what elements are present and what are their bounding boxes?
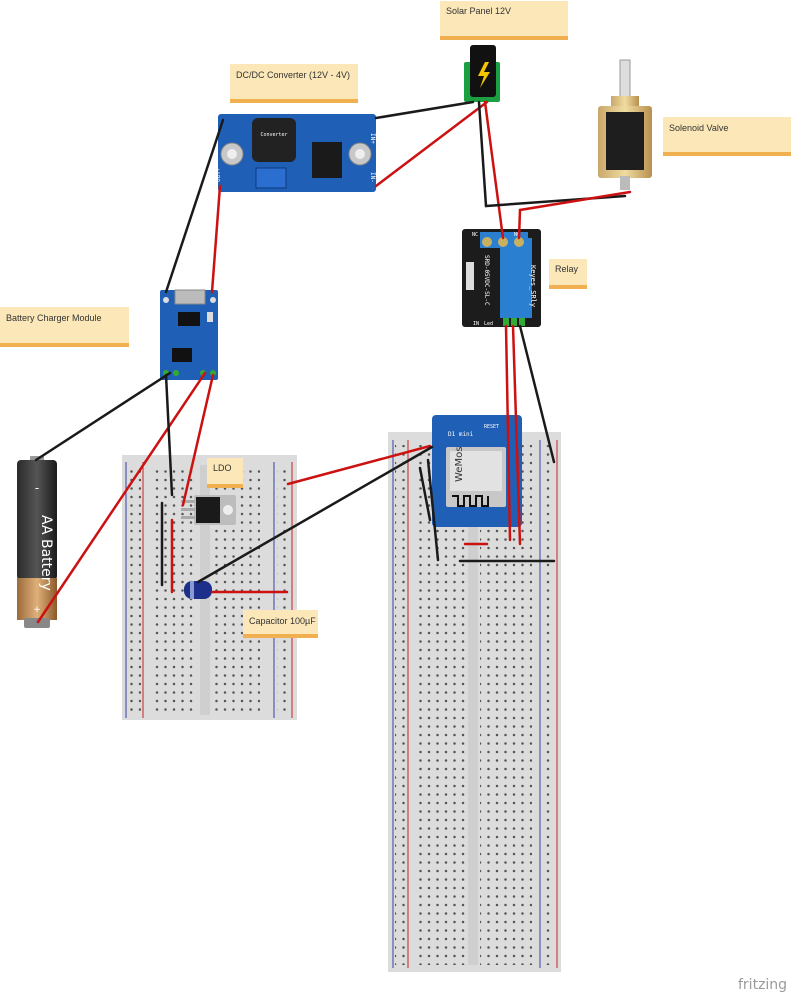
dcdc-in-plus: IN+ — [369, 133, 376, 144]
note-solenoid: Solenoid Valve — [663, 117, 791, 156]
dcdc-out-minus: OUT- — [209, 120, 216, 134]
note-dcdc: DC/DC Converter (12V - 4V) — [230, 64, 358, 103]
dcdc-chip-label: Converter — [260, 132, 287, 138]
lightning-icon — [478, 62, 490, 88]
note-ldo-text: LDO — [213, 463, 232, 473]
battery-minus: - — [35, 481, 39, 495]
relay-pin-in: IN — [473, 321, 479, 327]
wemos-reset: RESET — [484, 424, 499, 430]
breadboard-large — [388, 432, 561, 972]
capacitor — [184, 581, 212, 599]
dcdc-out-plus: OUT+ — [215, 167, 222, 182]
note-relay: Relay — [549, 259, 587, 289]
battery-charger-board — [160, 289, 218, 380]
wires — [34, 100, 632, 624]
note-solar-panel-text: Solar Panel 12V — [446, 6, 511, 16]
note-charger: Battery Charger Module — [0, 307, 129, 347]
ldo-regulator — [181, 495, 236, 525]
note-dcdc-text: DC/DC Converter (12V - 4V) — [236, 70, 350, 80]
dcdc-in-minus: IN- — [369, 172, 376, 183]
relay-pin-led: Led — [484, 321, 493, 327]
battery-label: AA Battery — [38, 515, 54, 591]
wemos-brand: WeMos — [454, 447, 465, 482]
solar-panel-jack — [464, 45, 500, 102]
relay-brand: Keyes_SRly — [529, 265, 537, 307]
wemos-d1-mini: WeMos D1 mini RESET — [432, 415, 522, 527]
dcdc-converter-board: Converter IN+ IN- OUT- OUT+ — [209, 114, 376, 192]
note-solar-panel: Solar Panel 12V — [440, 1, 568, 40]
note-relay-text: Relay — [555, 264, 579, 274]
aa-battery: - + AA Battery — [17, 456, 57, 628]
solenoid-valve — [598, 59, 652, 190]
note-charger-text: Battery Charger Module — [6, 313, 102, 323]
relay-no: NO — [514, 232, 520, 238]
relay-nc: NC — [472, 232, 478, 238]
wemos-model: D1 mini — [448, 431, 474, 438]
battery-plus: + — [33, 605, 41, 615]
note-capacitor-text: Capacitor 100µF — [249, 616, 316, 626]
relay-marking: SRD-05VDC-SL-C — [483, 255, 490, 306]
note-ldo: LDO — [207, 458, 243, 488]
note-capacitor: Capacitor 100µF — [243, 610, 318, 638]
fritzing-watermark: fritzing — [738, 977, 787, 993]
note-solenoid-text: Solenoid Valve — [669, 123, 728, 133]
relay-module: NC NO SRD-05VDC-SL-C Keyes_SRly IN Led — [462, 229, 541, 327]
